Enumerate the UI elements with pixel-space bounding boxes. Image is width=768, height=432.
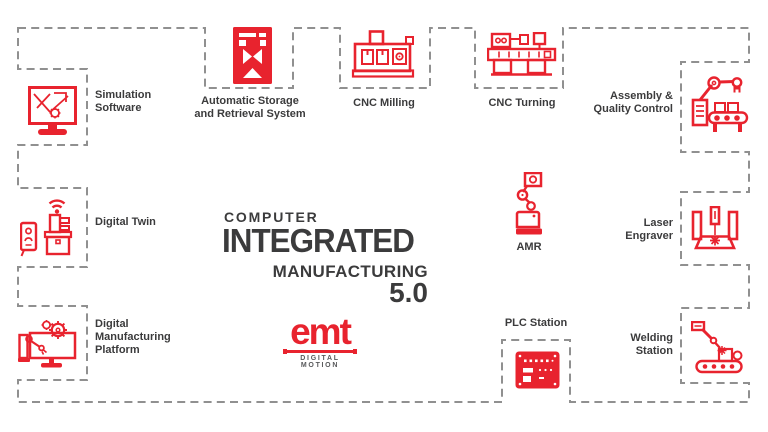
- label-line: Digital: [95, 318, 129, 330]
- label-line: and Retrieval System: [194, 108, 306, 120]
- title-computer: COMPUTER: [224, 209, 319, 225]
- amr-icon: [514, 172, 544, 236]
- label-line: Assembly &: [610, 90, 673, 102]
- label-line: Manufacturing: [95, 331, 171, 343]
- label-line: Platform: [95, 344, 140, 356]
- title-block: COMPUTER INTEGRATED MANUFACTURING 5.0: [222, 209, 428, 308]
- laser-engraver-icon: [691, 206, 739, 254]
- label-line: AMR: [516, 241, 542, 253]
- label-line: Laser: [643, 217, 673, 229]
- cnc-turning-icon: [487, 32, 557, 81]
- label-amr: AMR: [499, 241, 559, 254]
- label-line: Quality Control: [593, 103, 673, 115]
- emt-logo-bar: [283, 349, 357, 353]
- emt-logo-tagline: DIGITAL MOTION: [300, 354, 340, 369]
- label-welding-station: Welding Station: [593, 332, 673, 358]
- label-line: Station: [635, 345, 673, 357]
- label-digital-twin: Digital Twin: [95, 216, 195, 229]
- digital-twin-icon: [20, 199, 75, 259]
- label-simulation-software: Simulation Software: [95, 89, 185, 115]
- label-line: PLC Station: [504, 317, 568, 329]
- title-version-5-0: 5.0: [389, 277, 428, 308]
- simulation-software-icon: [28, 86, 77, 137]
- label-asrs: Automatic Storage and Retrieval System: [170, 95, 330, 121]
- label-line: Software: [95, 102, 142, 114]
- label-line: Automatic Storage: [201, 95, 299, 107]
- label-line: CNC Turning: [488, 97, 556, 109]
- label-line: Simulation: [95, 89, 152, 101]
- assembly-quality-control-icon: [691, 73, 749, 135]
- label-cnc-turning: CNC Turning: [472, 97, 572, 110]
- emt-logo: emt DIGITAL MOTION: [283, 311, 357, 369]
- title-manufacturing: MANUFACTURING: [272, 262, 428, 281]
- label-digital-manufacturing-platform: Digital Manufacturing Platform: [95, 318, 205, 357]
- plc-station-icon: [515, 351, 560, 389]
- label-line: CNC Milling: [353, 97, 415, 109]
- label-line: Engraver: [625, 230, 673, 242]
- emt-logo-text: emt: [290, 311, 352, 352]
- digital-manufacturing-platform-icon: [18, 320, 78, 370]
- label-cnc-milling: CNC Milling: [334, 97, 434, 110]
- label-laser-engraver: Laser Engraver: [593, 217, 673, 243]
- label-plc-station: PLC Station: [486, 317, 586, 330]
- label-line: Welding: [630, 332, 673, 344]
- label-line: Digital Twin: [95, 216, 156, 228]
- cnc-milling-icon: [351, 30, 419, 78]
- title-integrated: INTEGRATED: [222, 222, 415, 259]
- welding-station-icon: [691, 321, 747, 375]
- label-assembly-quality-control: Assembly & Quality Control: [563, 90, 673, 116]
- automatic-storage-retrieval-icon: [233, 27, 272, 84]
